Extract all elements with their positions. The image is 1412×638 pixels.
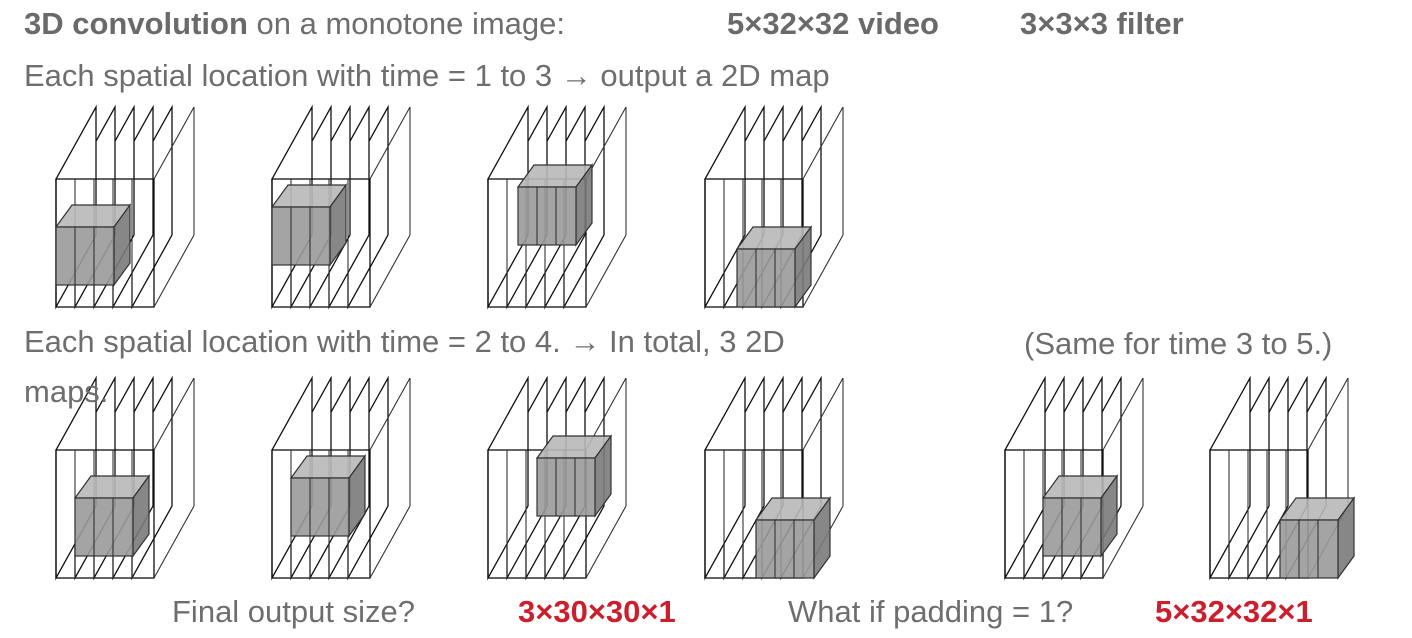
filter-cube-front: [271, 206, 331, 266]
filter-cube-front: [1279, 519, 1339, 579]
row1-caption: Each spatial location with time = 1 to 3…: [24, 58, 830, 93]
frame-stack: [1004, 375, 1144, 581]
frame-edge: [585, 234, 627, 308]
frame-edge: [1307, 377, 1349, 451]
question-padding: What if padding = 1?: [788, 594, 1074, 629]
filter-cube: [735, 225, 813, 309]
frame-edge: [1102, 377, 1144, 451]
question-output: Final output size?: [172, 594, 415, 629]
video-frame-front: [55, 449, 155, 579]
frame-stack: [54, 104, 195, 310]
row2-caption-cont: maps.: [24, 374, 109, 409]
frame-stack: [704, 104, 844, 310]
frame-edge: [802, 234, 844, 308]
frame-edge: [802, 377, 844, 451]
filter-cube-front: [755, 519, 815, 579]
frame-edge: [369, 505, 411, 579]
filter-cube-front: [55, 226, 115, 286]
frame-stack: [1209, 375, 1356, 581]
filter-cube: [1041, 474, 1119, 558]
title-bold: 3D convolution: [24, 6, 248, 41]
frame-stack: [270, 104, 411, 310]
filter-cube-front: [736, 248, 796, 308]
frame-edge: [153, 234, 195, 308]
filter-cube: [1278, 496, 1356, 580]
frame-stack: [55, 375, 195, 581]
answer-padding: 5×32×32×1: [1155, 594, 1313, 629]
filter-cube: [516, 163, 594, 247]
frame-edge: [153, 505, 195, 579]
video-frame-front: [271, 449, 371, 579]
frame-stack: [704, 375, 844, 581]
filter-cube-front: [74, 497, 134, 557]
frame-stack: [487, 375, 627, 581]
filter-cube: [73, 474, 151, 558]
frame-edge: [369, 234, 411, 308]
frame-edge: [153, 106, 195, 180]
frame-edge: [802, 106, 844, 180]
filter-cube: [535, 434, 613, 518]
frame-edge: [1102, 505, 1144, 579]
frame-edge: [369, 377, 411, 451]
filter-cube: [270, 183, 348, 267]
filter-cube-front: [290, 477, 350, 537]
filter-cube: [289, 454, 367, 538]
frame-edge: [585, 505, 627, 579]
frame-edge: [369, 106, 411, 180]
frame-edge: [585, 106, 627, 180]
frame-edge: [153, 377, 195, 451]
answer-output: 3×30×30×1: [518, 594, 676, 629]
frame-stack: [487, 104, 627, 310]
filter-size-label: 3×3×3 filter: [1020, 6, 1184, 41]
side-note: (Same for time 3 to 5.): [1024, 326, 1333, 361]
filter-cube-front: [1042, 497, 1102, 557]
title-rest: on a monotone image:: [256, 6, 566, 41]
frame-stack: [271, 375, 411, 581]
video-size-label: 5×32×32 video: [727, 6, 939, 41]
filter-cube-front: [517, 186, 577, 246]
filter-cube: [754, 496, 832, 580]
row2-caption: Each spatial location with time = 2 to 4…: [24, 324, 785, 359]
filter-cube: [54, 203, 132, 287]
filter-cube-front: [536, 457, 596, 517]
header-line: 3D convolution on a monotone image:: [24, 6, 565, 42]
